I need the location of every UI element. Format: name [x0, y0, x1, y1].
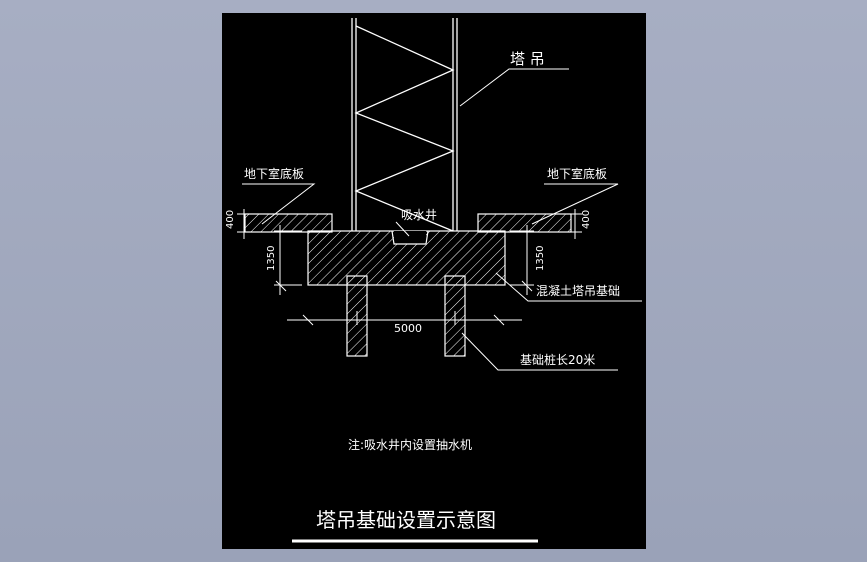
slab-right-leader	[531, 183, 619, 225]
drawing-title: 塔吊基础设置示意图	[316, 508, 496, 532]
note-text: 注:吸水井内设置抽水机	[348, 438, 473, 452]
cad-drawing-canvas: 塔 吊 地下室底板 地下室底板 吸水井 400 400 1350 1350 混凝…	[222, 13, 646, 549]
basement-slab-left-label: 地下室底板	[244, 167, 305, 181]
dim-1350-right-lines	[510, 225, 534, 295]
dim-400-left-lines	[237, 209, 251, 239]
basement-slab-left	[244, 213, 333, 233]
dim-1350-left-lines	[274, 225, 302, 295]
dim-400-right-lines	[568, 209, 582, 239]
foundation-leader	[495, 272, 642, 302]
tower-crane-mast	[351, 18, 458, 232]
foundation-diagram	[237, 18, 642, 543]
dim-400-left-label: 400	[225, 209, 236, 229]
tower-crane-leader	[459, 68, 569, 107]
sump-label: 吸水井	[401, 208, 438, 222]
tower-crane-label: 塔 吊	[510, 50, 545, 68]
concrete-foundation-label: 混凝土塔吊基础	[536, 284, 621, 298]
sump-pit	[391, 230, 429, 245]
dim-5000-label: 5000	[394, 322, 422, 335]
basement-slab-right-label: 地下室底板	[547, 167, 608, 181]
slab-left-leader	[242, 183, 316, 225]
dim-1350-right-label: 1350	[535, 245, 546, 271]
dim-400-right-label: 400	[581, 209, 592, 229]
basement-slab-right	[477, 213, 572, 233]
sump-leader	[395, 221, 410, 237]
pile-label: 基础桩长20米	[520, 353, 596, 367]
pile-leader	[461, 332, 618, 371]
dim-5000-lines	[287, 311, 522, 326]
dim-1350-left-label: 1350	[266, 245, 277, 271]
